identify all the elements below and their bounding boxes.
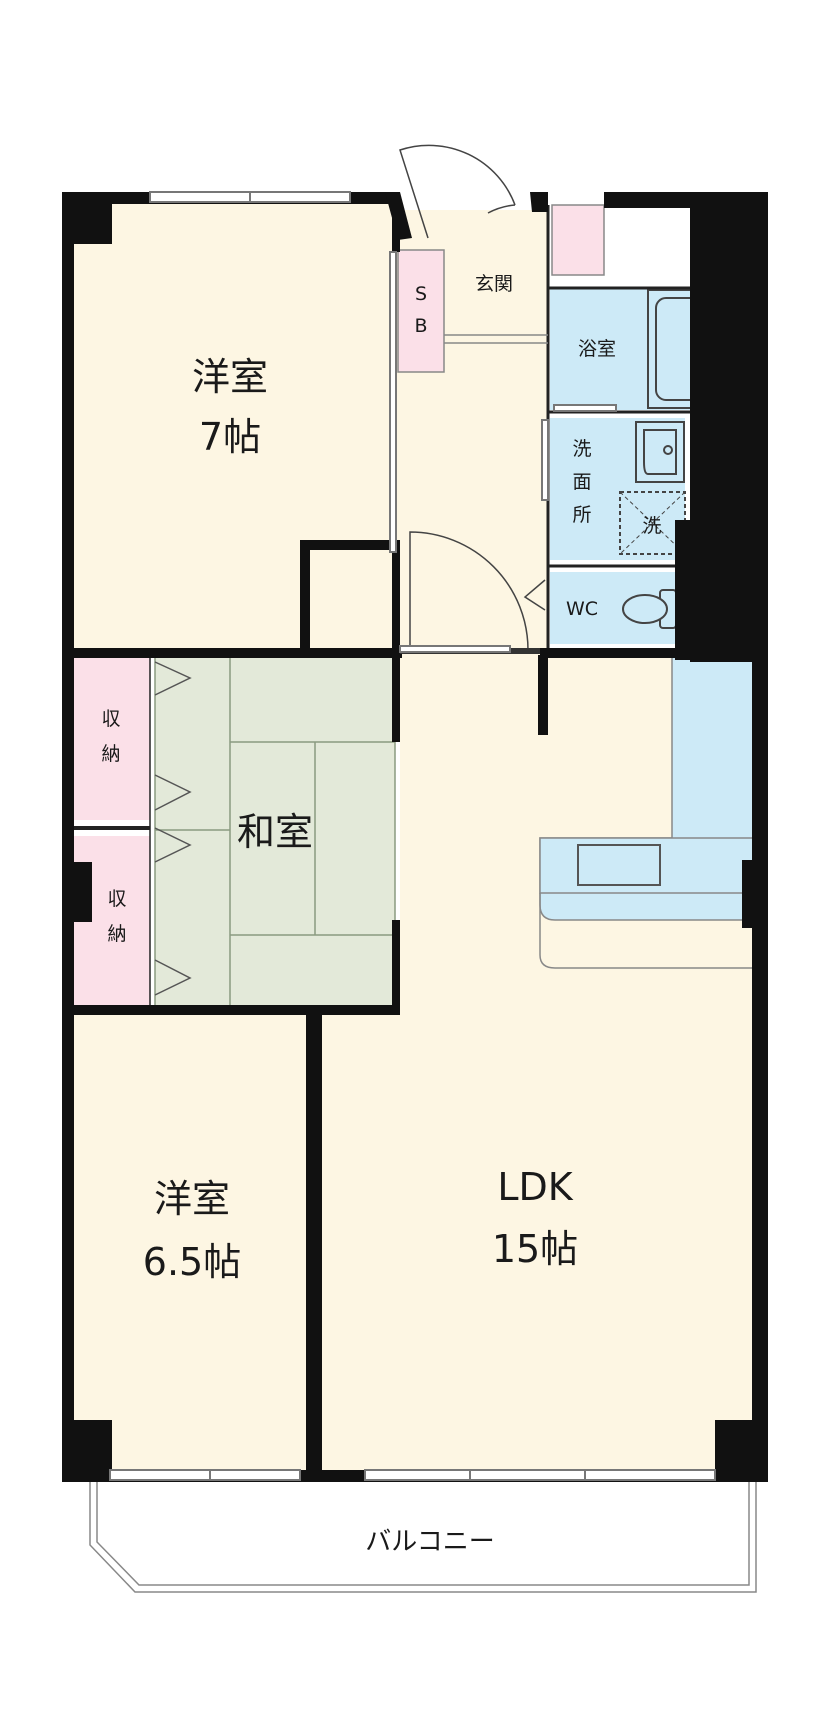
balcony-label: バルコニー [365,1527,494,1557]
western-room-2-floor [70,1010,315,1472]
entrance-label: 玄関 [475,273,513,295]
labels: 洋室 7帖 和室 洋室 6.5帖 LDK 15帖 玄関 S B 浴室 洗 面 所… [101,273,661,1557]
hall-door [409,531,529,651]
ldk-floor-lower [315,1010,760,1472]
storage-2-label-2: 納 [107,923,126,945]
japanese-room-floor [155,655,395,1007]
storage-2-label-1: 収 [107,888,126,910]
washing-machine-label: 洗 [642,515,661,537]
washroom-label-1: 洗 [572,438,591,460]
washroom-label-2: 面 [572,471,591,493]
japanese-room-name: 和室 [237,810,313,854]
shoe-box-label-b: B [414,315,427,337]
balcony-outline [89,1482,757,1593]
sink-icon [577,844,661,886]
bathroom-label: 浴室 [578,338,616,360]
western-room-1-size: 7帖 [199,415,261,459]
storage-1-label-2: 納 [101,743,120,765]
shoe-box-label-s: S [415,283,427,305]
windows [109,191,716,1481]
entrance-cabinet-floor [552,205,604,275]
floor-fills [70,192,760,1472]
storage-1-label-1: 収 [101,708,120,730]
storage-1-floor [72,655,150,820]
shoe-box-floor [398,250,444,372]
doors [399,144,546,651]
toilet-icon [622,589,677,629]
western-room-1-name: 洋室 [192,355,268,399]
western-room-2-name: 洋室 [154,1177,230,1221]
toilet-label: WC [566,598,598,620]
kitchen-counter [539,654,761,969]
closet-door-marks [154,661,192,996]
ldk-name: LDK [497,1165,573,1209]
ldk-size: 15帖 [492,1227,578,1271]
washroom-label-3: 所 [572,504,591,526]
entrance-door [399,144,516,239]
western-room-2-size: 6.5帖 [143,1240,241,1284]
